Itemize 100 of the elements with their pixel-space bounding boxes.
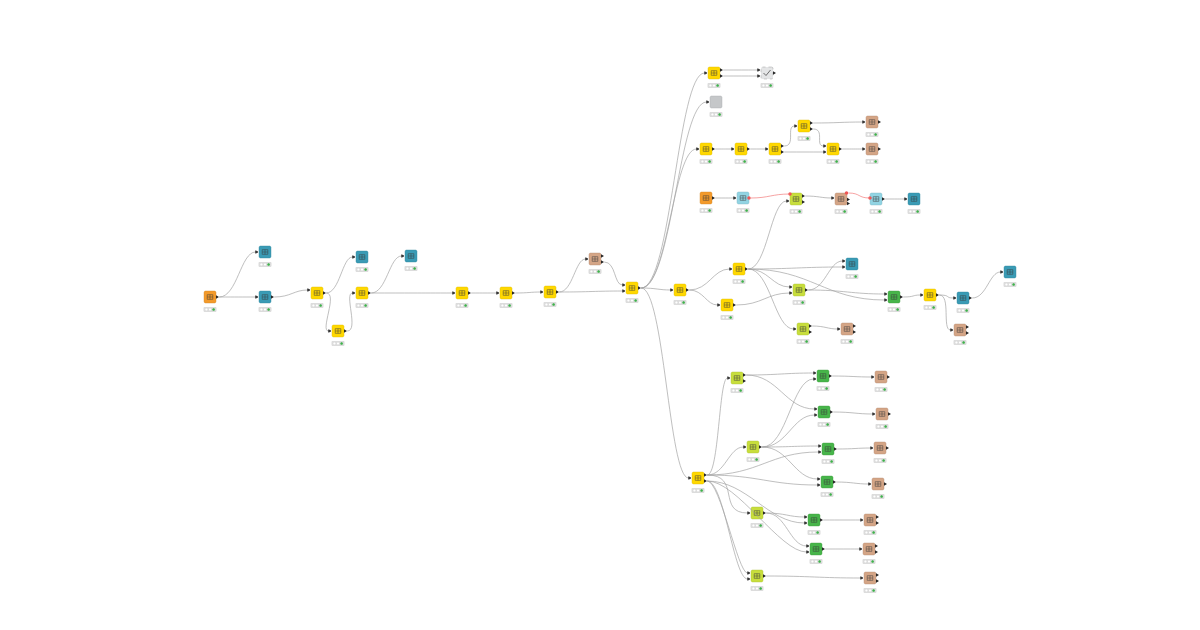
connector <box>971 270 1004 299</box>
node-box <box>455 286 471 300</box>
node-box <box>863 571 879 585</box>
connector <box>750 193 791 199</box>
node-box <box>691 471 707 485</box>
connector <box>783 150 827 154</box>
node-box <box>750 569 766 583</box>
connector <box>832 411 876 416</box>
node-box <box>826 142 842 156</box>
node-box <box>821 442 837 456</box>
node-box <box>875 407 891 421</box>
connector <box>722 68 761 72</box>
connector <box>688 289 721 307</box>
connector <box>714 147 735 151</box>
node-box <box>768 142 784 156</box>
node-box <box>840 322 856 336</box>
node-box <box>734 142 750 156</box>
node-box <box>873 441 889 455</box>
connector <box>761 444 822 448</box>
connector <box>514 290 544 294</box>
connector <box>765 512 810 548</box>
node-box <box>588 252 604 266</box>
node-box <box>862 542 878 556</box>
connector <box>640 287 692 480</box>
node-box <box>707 66 723 80</box>
connector <box>884 197 908 201</box>
connector <box>714 196 737 200</box>
node-box <box>732 262 748 276</box>
connector <box>370 291 456 295</box>
node-box <box>258 290 274 304</box>
connector <box>831 375 875 379</box>
node-box <box>868 192 885 206</box>
connector <box>747 268 888 302</box>
node-box <box>720 298 736 312</box>
connector <box>706 474 751 515</box>
connector <box>749 147 769 151</box>
node-box <box>730 371 746 385</box>
node-box <box>956 291 972 305</box>
connector <box>273 288 311 298</box>
connector <box>783 124 798 147</box>
connector <box>325 255 356 294</box>
node-box <box>543 285 559 299</box>
node-box <box>871 477 887 491</box>
node-box <box>310 286 326 300</box>
connector <box>558 289 626 293</box>
node-box <box>699 191 715 205</box>
connector <box>841 147 866 151</box>
connector <box>938 294 954 332</box>
connector <box>747 268 797 331</box>
node-box <box>746 440 762 454</box>
connector <box>765 512 808 519</box>
connector <box>706 474 821 487</box>
connector <box>835 481 872 486</box>
node-box <box>834 191 850 206</box>
connector <box>325 292 332 333</box>
node-box <box>625 281 641 295</box>
connector <box>824 547 863 551</box>
connector <box>470 291 500 295</box>
connector <box>807 289 888 296</box>
node-box <box>499 286 515 300</box>
node-box <box>820 475 836 489</box>
connector <box>765 575 864 580</box>
node-box <box>750 506 766 520</box>
node-box <box>863 513 879 527</box>
node-box <box>792 283 808 297</box>
node-box <box>816 369 832 383</box>
node-box <box>887 290 903 304</box>
connector <box>218 295 259 299</box>
connector <box>811 325 841 331</box>
connector <box>902 293 924 298</box>
connector <box>836 446 874 450</box>
connector <box>706 480 808 525</box>
node-box <box>699 142 715 156</box>
connector <box>812 128 827 148</box>
node-box <box>355 286 371 300</box>
node-box <box>736 191 751 205</box>
node-box <box>788 192 805 206</box>
connector <box>822 518 864 522</box>
connector <box>938 294 957 300</box>
connector <box>706 376 731 476</box>
connector <box>346 291 356 332</box>
connector <box>722 74 761 78</box>
node-box <box>874 370 890 384</box>
connector <box>848 192 871 199</box>
connector <box>804 195 835 200</box>
connector <box>745 374 818 411</box>
node-box <box>709 95 723 109</box>
node-box <box>865 115 881 129</box>
node-box <box>923 288 939 302</box>
node-box <box>760 66 776 80</box>
node-box <box>331 324 347 338</box>
node-box <box>953 323 969 337</box>
node-box <box>796 322 812 336</box>
connector <box>603 261 626 287</box>
node-box <box>865 142 881 156</box>
node-box <box>809 542 825 556</box>
node-box <box>817 405 833 419</box>
connector <box>640 287 674 292</box>
node-box <box>797 119 813 133</box>
connector <box>812 120 866 124</box>
